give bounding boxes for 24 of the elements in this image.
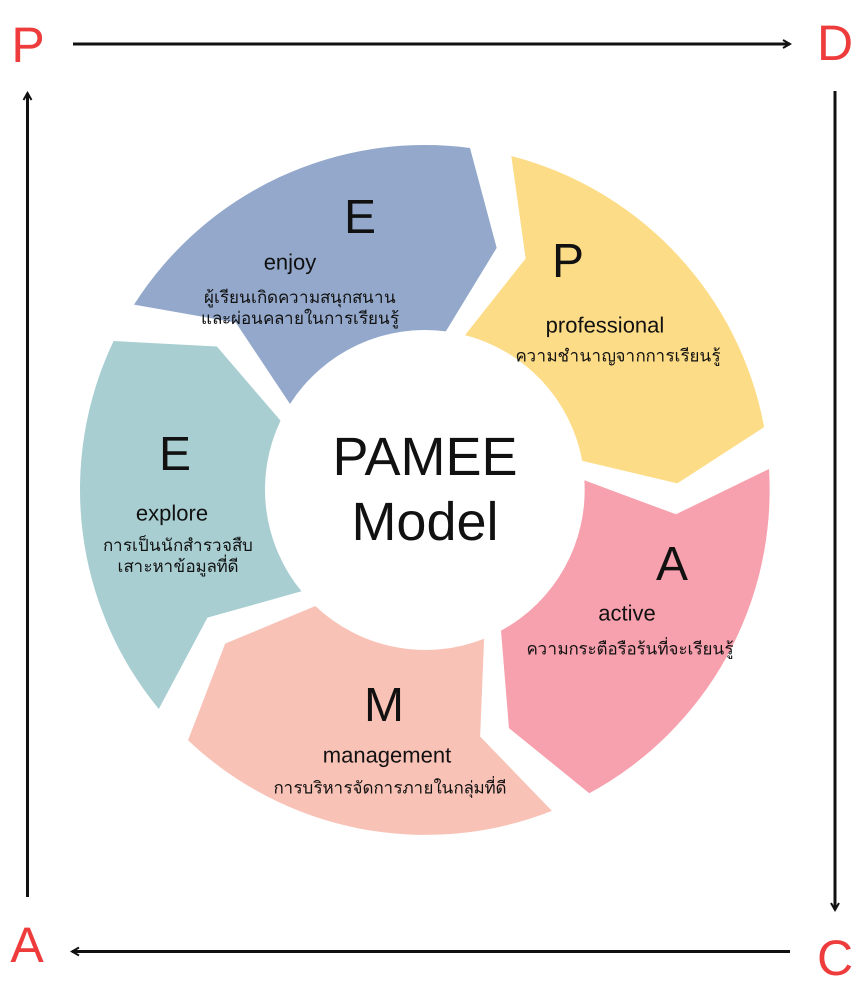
arrow bbox=[22, 92, 32, 897]
segment-description: การเป็นนักสำรวจสืบเสาะหาข้อมูลที่ดี bbox=[102, 534, 254, 578]
arrow bbox=[71, 946, 790, 956]
arrow bbox=[73, 39, 791, 49]
segment-title: explore bbox=[136, 499, 208, 527]
segment-letter: M bbox=[364, 678, 404, 734]
segment-letter: E bbox=[158, 426, 191, 483]
cycle-letter: A bbox=[2, 917, 52, 973]
segment-title: management bbox=[322, 741, 452, 769]
segment-letter: E bbox=[344, 190, 376, 246]
segment-letter: P bbox=[552, 234, 584, 290]
segment-title: enjoy bbox=[264, 248, 316, 276]
arrow bbox=[830, 91, 840, 911]
segment-description: ความกระตือรือร้นที่จะเรียนรู้ bbox=[526, 638, 734, 660]
segment-description: ความชำนาญจากการเรียนรู้ bbox=[515, 345, 720, 367]
segment-title: professional bbox=[546, 311, 664, 339]
model-title: PAMEE Model bbox=[331, 426, 519, 554]
segment-description: การบริหารจัดการภายในกลุ่มที่ดี bbox=[273, 777, 506, 799]
segment-description: ผู้เรียนเกิดความสนุกสนานและผ่อนคลายในการเรียนรู้ bbox=[200, 286, 400, 330]
segment-letter: A bbox=[656, 536, 688, 593]
cycle-letter: C bbox=[810, 930, 858, 981]
segment-title: active bbox=[598, 599, 656, 627]
cycle-letter: D bbox=[810, 15, 858, 71]
cycle-letter: P bbox=[3, 17, 53, 73]
